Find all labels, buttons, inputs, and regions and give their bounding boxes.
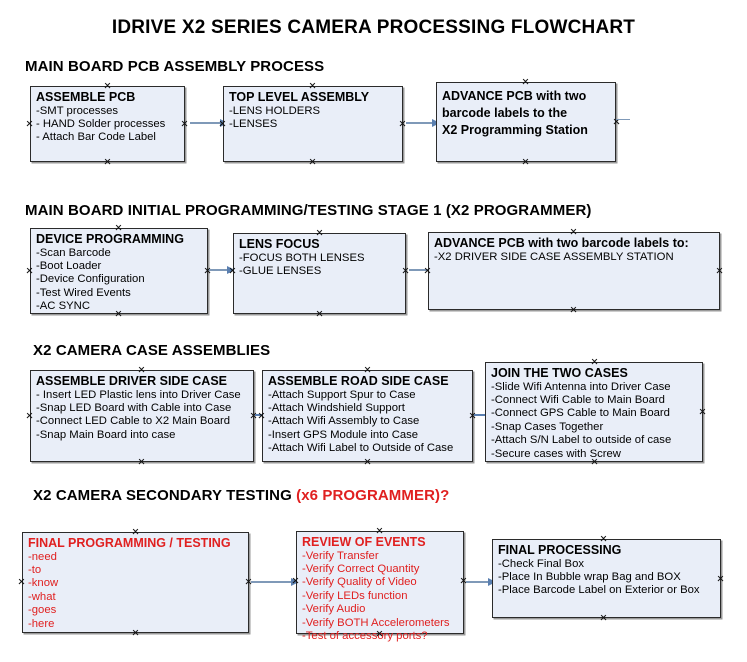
flow-box-line: -Check Final Box (498, 557, 585, 570)
flow-box-title: REVIEW OF EVENTS (302, 535, 426, 549)
flow-box-line: -LENSES (229, 117, 278, 130)
flow-box-review-of-events[interactable]: REVIEW OF EVENTS -Verify Transfer -Verif… (296, 531, 464, 642)
flow-box-line: -goes (28, 604, 57, 617)
flow-box-title: FINAL PROCESSING (498, 543, 622, 557)
flow-box-line: -what (28, 590, 56, 603)
section-heading-main-board-pcb-assembly: MAIN BOARD PCB ASSEMBLY PROCESS (25, 58, 324, 75)
flow-box-title: FINAL PROGRAMMING / TESTING (28, 536, 231, 550)
flow-box-line: -Verify BOTH Accelerometers (302, 616, 450, 629)
flow-box-line: -LENS HOLDERS (229, 104, 321, 117)
flow-box-line: -X2 DRIVER SIDE CASE ASSEMBLY STATION (434, 250, 674, 263)
flow-box-line: -Snap Main Board into case (36, 428, 176, 441)
flow-box-line: -Connect GPS Cable to Main Board (491, 407, 670, 420)
flow-box-line: -Connect LED Cable to X2 Main Board (36, 415, 231, 428)
flow-box-line: -FOCUS BOTH LENSES (239, 251, 365, 264)
flow-box-line: -know (28, 577, 59, 590)
section-heading-text: MAIN BOARD PCB ASSEMBLY PROCESS (25, 58, 325, 75)
flow-box-line: -Secure cases with Screw (491, 447, 621, 460)
flow-box-lens-focus[interactable]: LENS FOCUS -FOCUS BOTH LENSES -GLUE LENS… (233, 233, 406, 314)
flow-box-line: - Attach Bar Code Label (36, 131, 156, 144)
section-heading-text: X2 CAMERA CASE ASSEMBLIES (33, 342, 271, 359)
flow-box-line: -Test Wired Events (36, 286, 131, 299)
flow-box-line: -Place Barcode Label on Exterior or Box (498, 584, 700, 597)
flow-box-title: ASSEMBLE DRIVER SIDE CASE (36, 374, 228, 388)
flow-box-assemble-pcb[interactable]: ASSEMBLE PCB -SMT processes - HAND Solde… (30, 86, 185, 162)
section-heading-camera-case-assemblies: X2 CAMERA CASE ASSEMBLIES (33, 342, 270, 359)
flow-box-assemble-driver-side-case[interactable]: ASSEMBLE DRIVER SIDE CASE - Insert LED P… (30, 370, 254, 462)
flow-box-line: -Snap LED Board with Cable into Case (36, 401, 232, 414)
flow-box-line: -Attach Windshield Support (268, 401, 405, 414)
flow-box-title: ASSEMBLE PCB (36, 90, 136, 104)
flow-box-title: LENS FOCUS (239, 237, 320, 251)
flow-box-line: -Insert GPS Module into Case (268, 428, 419, 441)
flow-box-line: -Slide Wifi Antenna into Driver Case (491, 380, 671, 393)
flow-box-title: JOIN THE TWO CASES (491, 366, 628, 380)
flow-box-line: -Verify Audio (302, 603, 366, 616)
section-heading-text: MAIN BOARD INITIAL PROGRAMMING/TESTING S… (25, 202, 592, 219)
flow-box-line: -AC SYNC (36, 300, 90, 313)
flow-box-line: -GLUE LENSES (239, 264, 322, 277)
flow-box-line: -Attach Wifi Label to Outside of Case (268, 442, 454, 455)
flow-box-line: - HAND Solder processes (36, 117, 166, 130)
flow-box-line: -Attach S/N Label to outside of case (491, 434, 672, 447)
flow-box-title: ADVANCE PCB with two barcode labels to: (434, 236, 689, 250)
flow-box-line: -here (28, 617, 55, 630)
flow-box-title: DEVICE PROGRAMMING (36, 232, 184, 246)
flow-box-line: -Device Configuration (36, 273, 145, 286)
flow-box-line: -Boot Loader (36, 259, 102, 272)
flow-box-line: -to (28, 563, 42, 576)
connector-arrow-device-programming-to-lens-focus (209, 265, 235, 275)
flow-box-line: ADVANCE PCB with two (442, 89, 587, 103)
flow-box-line: -Verify Correct Quantity (302, 562, 420, 575)
flow-box-device-programming[interactable]: DEVICE PROGRAMMING -Scan Barcode -Boot L… (30, 228, 208, 314)
flow-box-title: ASSEMBLE ROAD SIDE CASE (268, 374, 449, 388)
flow-box-line: barcode labels to the (442, 106, 568, 120)
flow-box-line: -need (28, 550, 57, 563)
flow-box-line: -Attach Support Spur to Case (268, 388, 416, 401)
connector-stub (616, 119, 630, 121)
flow-box-line: -Verify Transfer (302, 549, 379, 562)
flow-box-line: -Place In Bubble wrap Bag and BOX (498, 570, 681, 583)
flow-box-top-level-assembly[interactable]: TOP LEVEL ASSEMBLY -LENS HOLDERS -LENSES (223, 86, 403, 162)
flow-box-line: -Attach Wifi Assembly to Case (268, 415, 420, 428)
flow-box-line: -SMT processes (36, 104, 119, 117)
flow-box-final-programming-testing[interactable]: FINAL PROGRAMMING / TESTING -need -to -k… (22, 532, 249, 633)
flow-box-line-overflow: -Test of accessory ports? (302, 629, 428, 642)
flow-box-line: -Scan Barcode (36, 246, 111, 259)
connector-arrow-top-level-to-advance-pcb (406, 118, 440, 128)
flow-box-assemble-road-side-case[interactable]: ASSEMBLE ROAD SIDE CASE -Attach Support … (262, 370, 473, 462)
section-heading-accent: (x6 PROGRAMMER)? (296, 487, 450, 504)
flow-box-line: - Insert LED Plastic lens into Driver Ca… (36, 388, 241, 401)
section-heading-text: X2 CAMERA SECONDARY TESTING (33, 487, 297, 504)
flow-box-title: TOP LEVEL ASSEMBLY (229, 90, 370, 104)
flow-box-join-the-two-cases[interactable]: JOIN THE TWO CASES -Slide Wifi Antenna i… (485, 362, 703, 462)
flow-box-line: -Connect Wifi Cable to Main Board (491, 393, 665, 406)
flow-box-advance-pcb-programming-station[interactable]: ADVANCE PCB with two barcode labels to t… (436, 82, 616, 162)
flow-box-line: X2 Programming Station (442, 123, 588, 137)
flow-box-final-processing[interactable]: FINAL PROCESSING -Check Final Box -Place… (492, 539, 721, 618)
flow-box-line: -Verify Quality of Video (302, 576, 417, 589)
flow-box-line: -Snap Cases Together (491, 420, 604, 433)
section-heading-initial-programming-testing: MAIN BOARD INITIAL PROGRAMMING/TESTING S… (25, 202, 592, 219)
connector-arrow-final-programming-to-review (251, 577, 299, 587)
page-title: IDRIVE X2 SERIES CAMERA PROCESSING FLOWC… (111, 17, 636, 38)
flow-box-advance-pcb-driver-side-station[interactable]: ADVANCE PCB with two barcode labels to: … (428, 232, 720, 310)
section-heading-secondary-testing: X2 CAMERA SECONDARY TESTING (x6 PROGRAMM… (33, 487, 449, 504)
flow-box-line: -Verify LEDs function (302, 589, 408, 602)
